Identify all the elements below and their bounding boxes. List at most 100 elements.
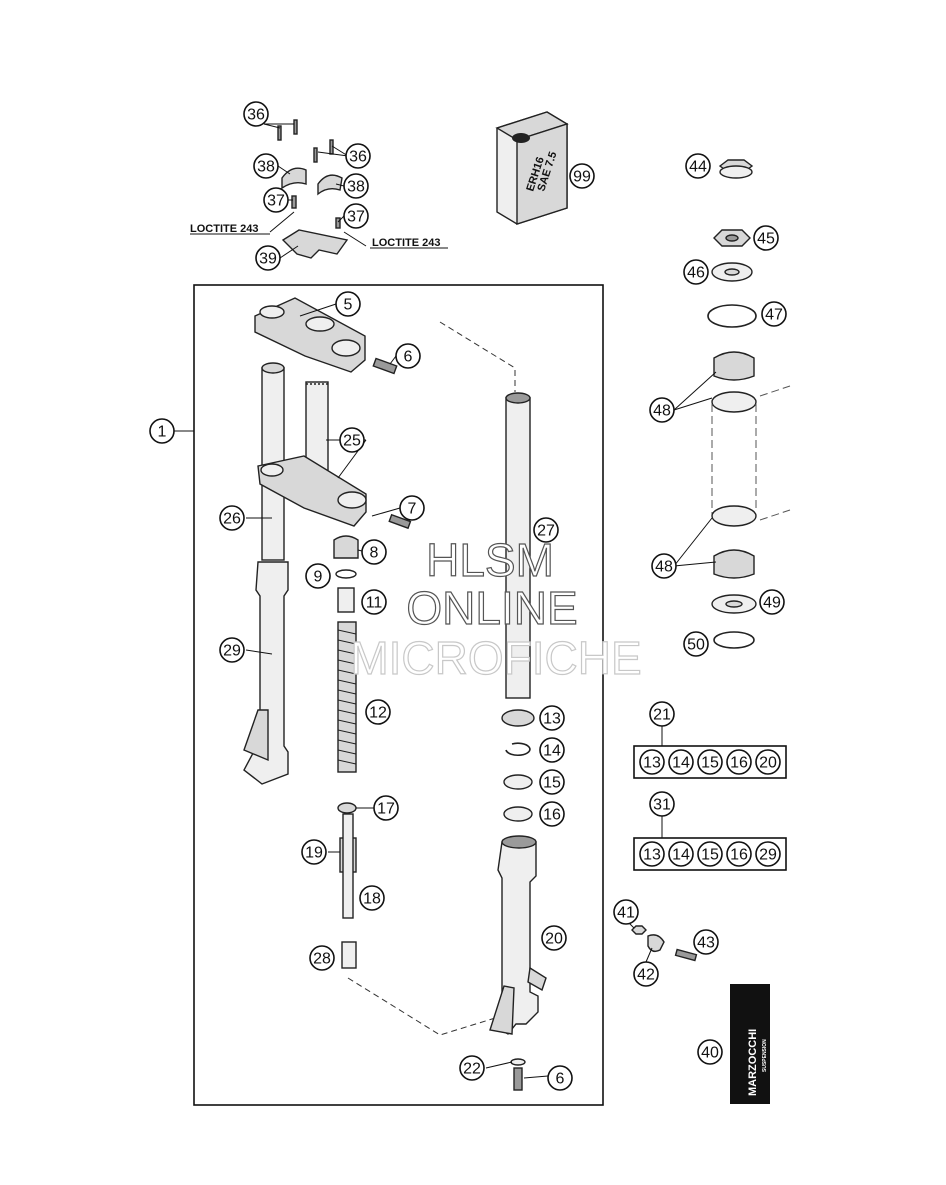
upper-triple-clamp bbox=[254, 297, 398, 375]
callout-1: 1 bbox=[149, 418, 175, 444]
callout-number: 41 bbox=[617, 905, 635, 922]
outer-slider-29 bbox=[243, 561, 289, 785]
clamp-bolt-36c bbox=[313, 147, 318, 163]
callout-6b: 6 bbox=[547, 1065, 573, 1091]
circlip-14 bbox=[505, 742, 531, 757]
kit-21: 13 14 15 16 20 bbox=[633, 724, 787, 779]
piston-ring-17 bbox=[337, 802, 357, 814]
steering-head-outline bbox=[711, 385, 791, 521]
loctite-note-left: LOCTITE 243 bbox=[190, 223, 258, 235]
callout-number: 48 bbox=[655, 559, 673, 576]
kit-part-callout: 14 bbox=[668, 841, 694, 867]
callout-22: 22 bbox=[459, 1055, 485, 1081]
kit-part-number: 14 bbox=[672, 755, 690, 772]
callout-42: 42 bbox=[633, 961, 659, 987]
callout-number: 13 bbox=[543, 711, 561, 728]
watermark-line-3: MICROFICHE bbox=[350, 632, 641, 684]
callout-6a: 6 bbox=[395, 343, 421, 369]
fork-spring-12 bbox=[337, 621, 357, 773]
lower-triple-clamp-25 bbox=[257, 455, 367, 527]
upper-clamp-38b bbox=[317, 174, 343, 196]
callout-14: 14 bbox=[539, 737, 565, 763]
kit-part-number: 20 bbox=[759, 755, 777, 772]
callout-47: 47 bbox=[761, 301, 787, 327]
oil-seal-15 bbox=[503, 774, 533, 790]
callout-number: 29 bbox=[223, 643, 241, 660]
callout-37a: 37 bbox=[263, 187, 289, 213]
callout-number: 27 bbox=[537, 523, 555, 540]
callout-40: 40 bbox=[697, 1039, 723, 1065]
watermark: HLSM ONLINE MICROFICHE bbox=[350, 533, 643, 684]
kit-part-number: 13 bbox=[643, 755, 661, 772]
callout-number: 7 bbox=[408, 501, 417, 518]
bolt-43 bbox=[674, 948, 698, 962]
callout-38b: 38 bbox=[343, 173, 369, 199]
callout-31: 31 bbox=[649, 791, 675, 817]
kit-part-number: 16 bbox=[730, 847, 748, 864]
callout-number: 16 bbox=[543, 807, 561, 824]
brand-name: MARZOCCHI bbox=[747, 1029, 759, 1096]
callout-20: 20 bbox=[541, 925, 567, 951]
callout-19: 19 bbox=[301, 839, 327, 865]
callout-50: 50 bbox=[683, 631, 709, 657]
callout-number: 45 bbox=[757, 231, 775, 248]
callout-99: 99 bbox=[569, 163, 595, 189]
callout-12: 12 bbox=[365, 699, 391, 725]
callout-number: 1 bbox=[158, 424, 167, 441]
bottom-piece-28 bbox=[341, 941, 357, 969]
washer-22 bbox=[510, 1058, 526, 1066]
callout-number: 99 bbox=[573, 169, 591, 186]
right-fork-leg bbox=[485, 392, 549, 1091]
loctite-note-right: LOCTITE 243 bbox=[372, 237, 440, 249]
watermark-line-2: ONLINE bbox=[406, 582, 577, 634]
callout-21: 21 bbox=[649, 701, 675, 727]
callout-17: 17 bbox=[373, 795, 399, 821]
clamp-bolt-36b bbox=[293, 119, 298, 135]
callout-number: 9 bbox=[314, 569, 323, 586]
callout-39: 39 bbox=[255, 245, 281, 271]
callout-25: 25 bbox=[339, 427, 365, 453]
kit-part-callout: 16 bbox=[726, 841, 752, 867]
callout-number: 43 bbox=[697, 935, 715, 952]
callout-number: 37 bbox=[267, 193, 285, 210]
inner-tube-27 bbox=[505, 397, 531, 699]
callout-45: 45 bbox=[753, 225, 779, 251]
callout-number: 26 bbox=[223, 511, 241, 528]
dashed-assembly-line-bottom bbox=[347, 977, 506, 1036]
callout-18: 18 bbox=[359, 885, 385, 911]
kit-part-number: 14 bbox=[672, 847, 690, 864]
callout-number: 20 bbox=[545, 931, 563, 948]
callout-29: 29 bbox=[219, 637, 245, 663]
clamp-stud-37a bbox=[291, 195, 297, 209]
steering-bearing-parts bbox=[673, 159, 791, 649]
callout-number: 37 bbox=[347, 209, 365, 226]
kit-part-callout: 16 bbox=[726, 749, 752, 775]
callout-number: 36 bbox=[247, 107, 265, 124]
top-cap-8 bbox=[333, 535, 359, 559]
kit-part-number: 15 bbox=[701, 755, 719, 772]
clamp-bolt-36a bbox=[277, 125, 282, 141]
callout-15: 15 bbox=[539, 769, 565, 795]
callout-number: 39 bbox=[259, 251, 277, 268]
callout-number: 42 bbox=[637, 967, 655, 984]
callout-41: 41 bbox=[613, 899, 639, 925]
callout-number: 21 bbox=[653, 707, 671, 724]
callout-5: 5 bbox=[335, 291, 361, 317]
clamp-42 bbox=[647, 934, 665, 953]
callout-number: 25 bbox=[343, 433, 361, 450]
callout-36a: 36 bbox=[243, 101, 269, 127]
callout-number: 31 bbox=[653, 797, 671, 814]
callout-number: 28 bbox=[313, 951, 331, 968]
callout-number: 50 bbox=[687, 637, 705, 654]
callout-number: 19 bbox=[305, 845, 323, 862]
kit-part-number: 29 bbox=[759, 847, 777, 864]
callout-number: 12 bbox=[369, 705, 387, 722]
left-fork-leg bbox=[162, 362, 412, 785]
callout-number: 47 bbox=[765, 307, 783, 324]
spring-damper-stack bbox=[328, 535, 374, 969]
o-ring-47 bbox=[707, 304, 757, 328]
bearing-48-top bbox=[713, 351, 755, 381]
kit-part-number: 16 bbox=[730, 755, 748, 772]
marzocchi-brand-label: MARZOCCHI SUSPENSION bbox=[730, 984, 770, 1104]
